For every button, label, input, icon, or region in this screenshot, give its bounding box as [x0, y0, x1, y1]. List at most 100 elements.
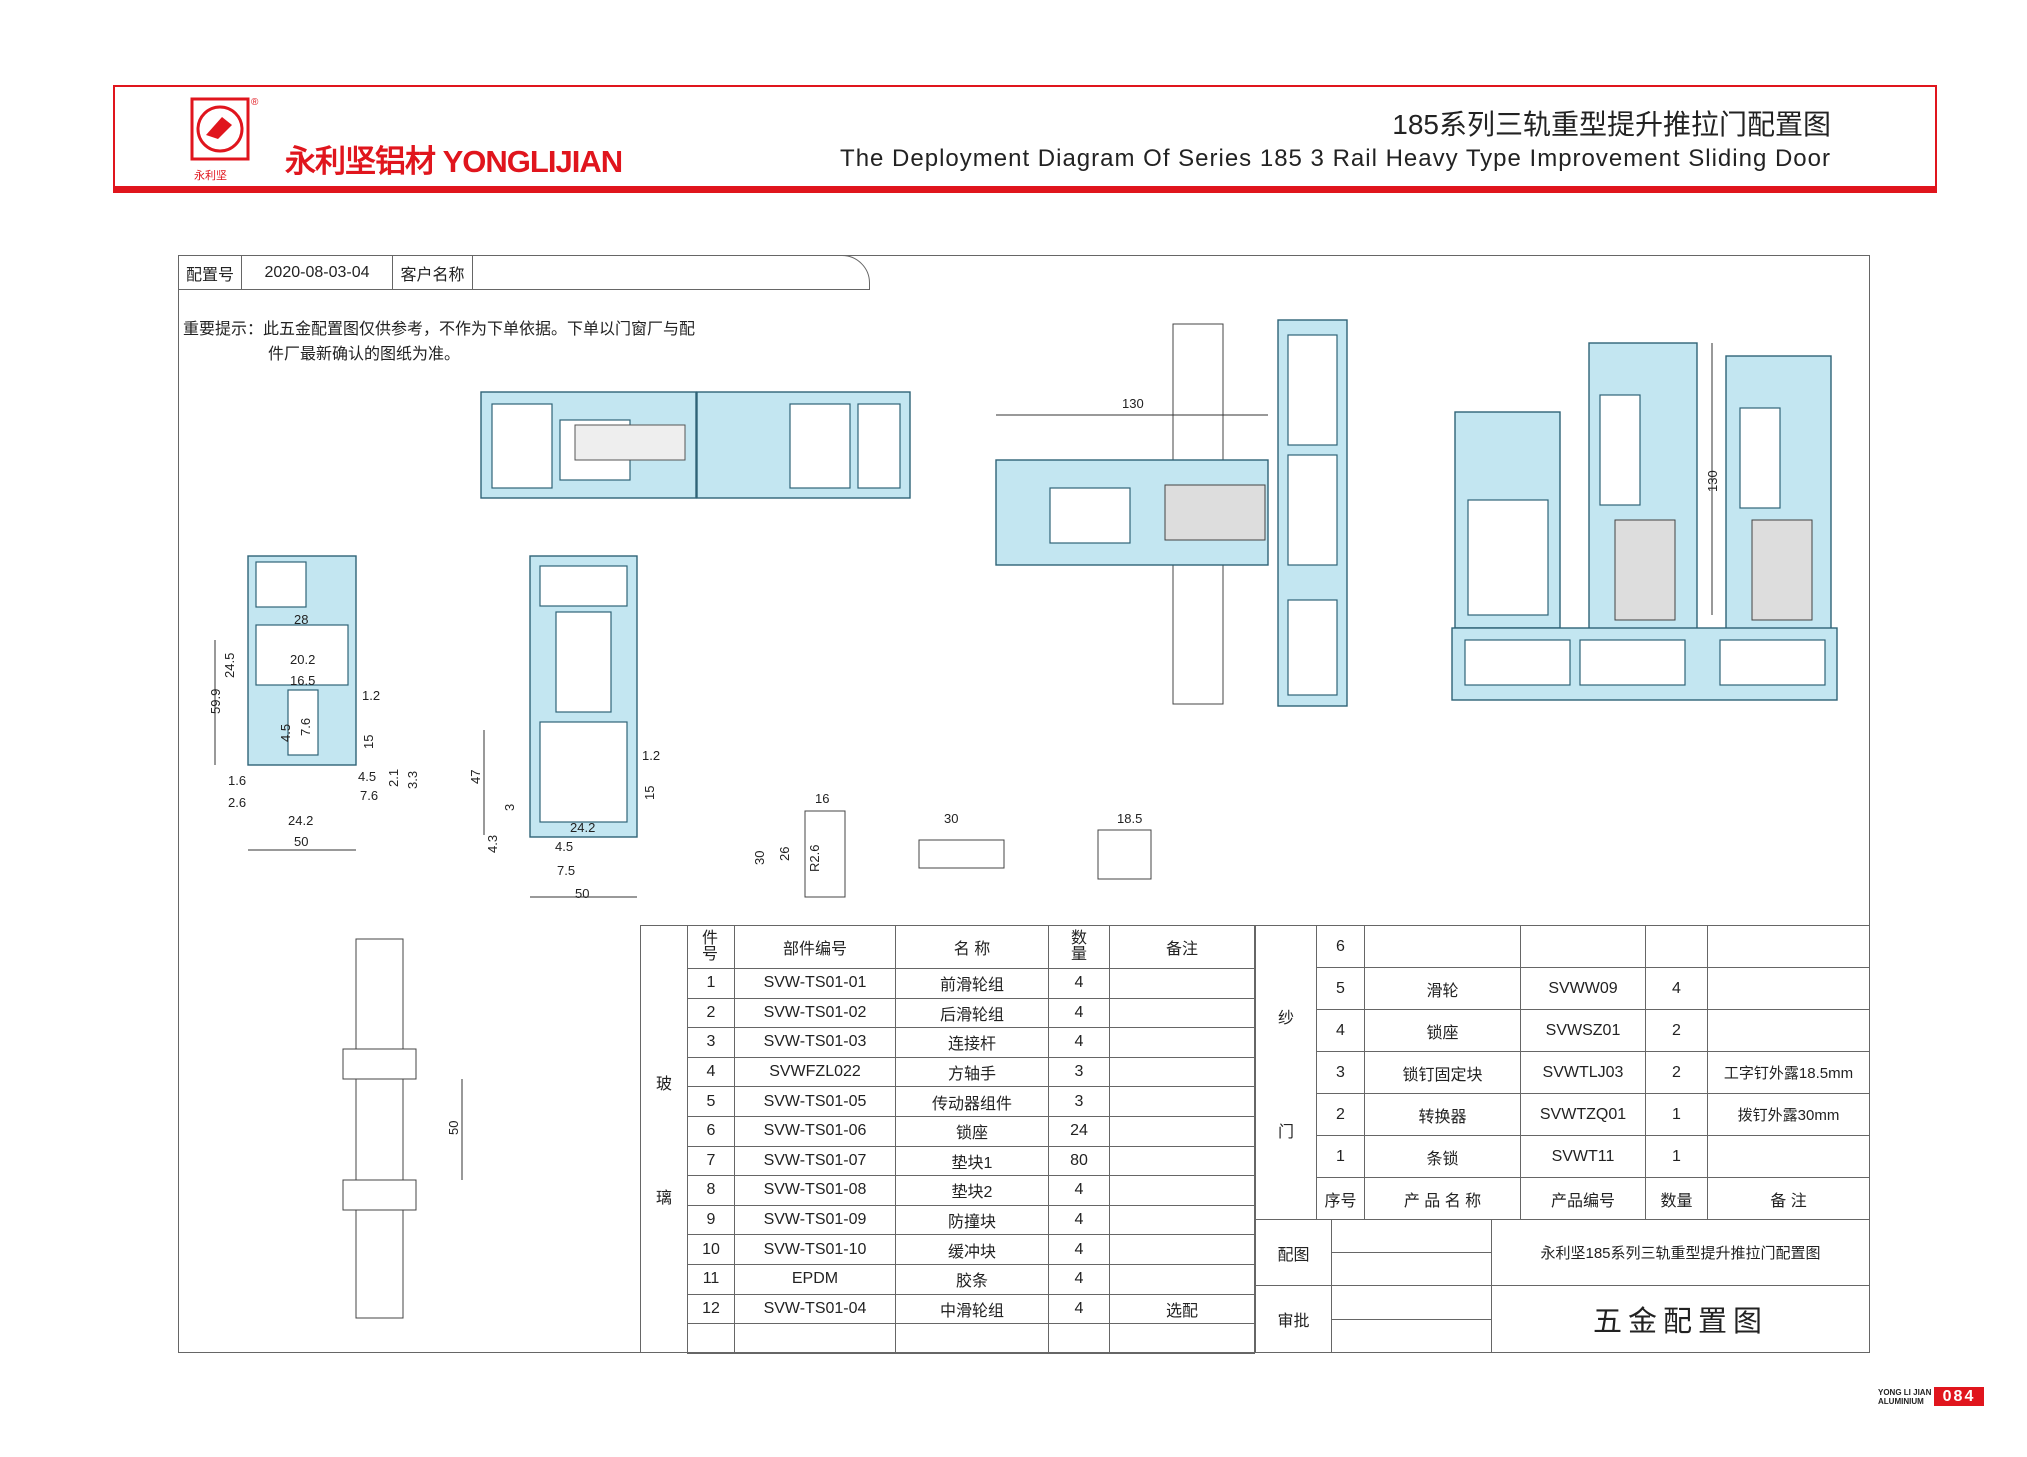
table-cell-qty: 4: [1048, 1293, 1110, 1325]
table-cell-qty: [1645, 925, 1708, 968]
brand-name: 永利坚铝材 YONGLIJIAN: [285, 144, 623, 179]
table-cell-code: SVW-TS01-02: [734, 997, 896, 1029]
table-cell-no: 10: [687, 1234, 735, 1265]
table-cell-qty: 2: [1645, 1009, 1708, 1052]
top-left-profile-section: [480, 391, 911, 499]
table-cell-qty: 4: [1048, 1234, 1110, 1265]
empty-cell: [734, 1323, 896, 1355]
right-assembly-section: 130: [1451, 342, 1838, 701]
table-cell-name: 胶条: [895, 1264, 1049, 1295]
dim-label: 7.6: [360, 788, 378, 803]
dim-label: 59.9: [208, 689, 223, 714]
table-cell-no: 6: [1316, 925, 1365, 968]
table-cell-no: 4: [687, 1056, 735, 1088]
table-cell-code: EPDM: [734, 1264, 896, 1295]
dim-label: 3: [502, 804, 517, 811]
table-cell-remark: [1109, 1204, 1255, 1236]
table-cell-name: 垫块1: [895, 1145, 1049, 1177]
table-cell-qty: 4: [1048, 968, 1110, 999]
table-cell-qty: 4: [1048, 1027, 1110, 1058]
table-cell-no: 4: [1316, 1009, 1365, 1052]
table-cell-qty: 2: [1645, 1051, 1708, 1094]
table-cell-no: 6: [687, 1116, 735, 1147]
table-cell-remark: [1109, 1027, 1255, 1058]
header-code: 产品编号: [1520, 1177, 1646, 1220]
header-no: 件号: [687, 925, 735, 969]
header-qty: 数量: [1048, 925, 1110, 969]
table-cell-no: 11: [687, 1264, 735, 1295]
dim-label: 30: [944, 811, 958, 826]
note-line-1: 重要提示：此五金配置图仅供参考，不作为下单依据。下单以门窗厂与配: [183, 321, 696, 338]
table-cell-remark: [1707, 967, 1870, 1010]
dim-label: 47: [468, 770, 483, 784]
table-cell-no: 2: [1316, 1093, 1365, 1136]
table-cell-name: 缓冲块: [895, 1234, 1049, 1265]
dim-label: 18.5: [1117, 811, 1142, 826]
dim-label: 26: [777, 847, 792, 861]
dim-label: 50: [446, 1121, 461, 1135]
table-cell-remark: [1109, 1145, 1255, 1177]
dim-label: 4.5: [358, 769, 376, 784]
header-name: 产 品 名 称: [1364, 1177, 1521, 1220]
empty-cell: [687, 1323, 735, 1355]
table-cell-remark: 选配: [1109, 1293, 1255, 1325]
header-code: 部件编号: [734, 925, 896, 969]
table-cell-name: 锁座: [1364, 1009, 1521, 1052]
dim-label: 50: [575, 886, 589, 901]
table-cell-qty: 4: [1048, 1204, 1110, 1236]
table-cell-remark: [1707, 925, 1870, 968]
drawing-field-1: [1331, 1219, 1492, 1253]
table-cell-qty: 24: [1048, 1116, 1110, 1147]
table-cell-code: SVW-TS01-10: [734, 1234, 896, 1265]
table-cell-name: 垫块2: [895, 1175, 1049, 1206]
dim-label: 24.2: [288, 813, 313, 828]
profile-b-section: 1.215 473 4.324.2 4.57.550: [468, 555, 660, 901]
table-cell-qty: 80: [1048, 1145, 1110, 1177]
dim-label: 28: [294, 612, 308, 627]
table-cell-remark: [1109, 997, 1255, 1029]
table-cell-no: 3: [687, 1027, 735, 1058]
table-cell-name: 条锁: [1364, 1135, 1521, 1178]
table-cell-no: 2: [687, 997, 735, 1029]
table-cell-code: SVW-TS01-04: [734, 1293, 896, 1325]
table-cell-no: 7: [687, 1145, 735, 1177]
table-cell-name: 锁座: [895, 1116, 1049, 1147]
table-cell-name: 滑轮: [1364, 967, 1521, 1010]
drawing-frame: [178, 255, 1870, 1353]
table-cell-remark: [1109, 1175, 1255, 1206]
table-cell-remark: [1109, 1116, 1255, 1147]
table-cell-name: 后滑轮组: [895, 997, 1049, 1029]
dim-label: R2.6: [807, 845, 822, 872]
table-cell-code: SVW-TS01-09: [734, 1204, 896, 1236]
table-cell-code: SVW-TS01-08: [734, 1175, 896, 1206]
dim-label: 4.3: [485, 835, 500, 853]
header-remark: 备 注: [1707, 1177, 1870, 1220]
table-cell-code: SVW-TS01-01: [734, 968, 896, 999]
header-no: 序号: [1316, 1177, 1365, 1220]
logo-text: 永利坚: [194, 168, 227, 182]
table-cell-code: SVW-TS01-06: [734, 1116, 896, 1147]
table-cell-name: 传动器组件: [895, 1086, 1049, 1117]
table-cell-no: 5: [687, 1086, 735, 1117]
table-cell-qty: 1: [1645, 1135, 1708, 1178]
svg-text:®: ®: [251, 97, 259, 108]
table-cell-name: 锁钉固定块: [1364, 1051, 1521, 1094]
table-cell-code: SVWFZL022: [734, 1056, 896, 1088]
table-cell-remark: [1707, 1009, 1870, 1052]
table-cell-remark: [1109, 1234, 1255, 1265]
table-cell-remark: [1109, 1056, 1255, 1088]
approve-field-2: [1331, 1319, 1492, 1353]
dim-label: 130: [1705, 470, 1720, 492]
dim-label: 2.1: [386, 769, 401, 787]
table-cell-name: 中滑轮组: [895, 1293, 1049, 1325]
table-cell-qty: 3: [1048, 1056, 1110, 1088]
dim-label: 130: [1122, 396, 1144, 411]
drawing-label: 配图: [1255, 1219, 1332, 1286]
dim-label: 15: [361, 735, 376, 749]
table-cell-no: 9: [687, 1204, 735, 1236]
table-cell-name: 连接杆: [895, 1027, 1049, 1058]
table-cell-code: SVWT11: [1520, 1135, 1646, 1178]
page-title-cn: 185系列三轨重型提升推拉门配置图: [1392, 109, 1831, 140]
